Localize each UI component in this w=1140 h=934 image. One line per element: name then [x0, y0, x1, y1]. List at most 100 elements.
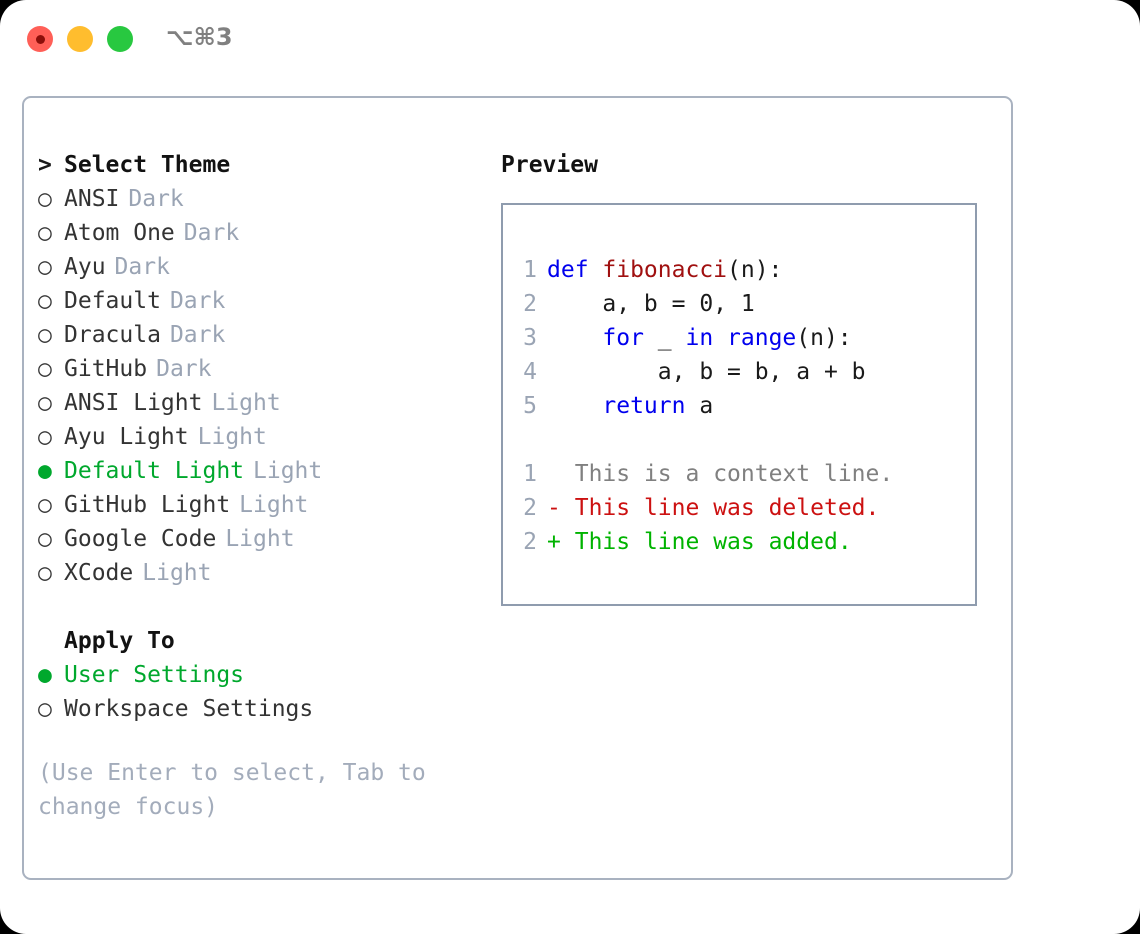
- code-token-plain: (n):: [796, 325, 852, 351]
- theme-option-label: GitHub Light: [64, 492, 231, 518]
- diff-line-number: 1: [523, 461, 537, 487]
- theme-option-label: Dracula: [64, 322, 161, 348]
- radio-unselected-icon: ○: [38, 322, 52, 348]
- diff-sample: 1 This is a context line.2- This line wa…: [503, 457, 975, 559]
- theme-option-category: Dark: [169, 288, 226, 314]
- theme-option-row[interactable]: ○ GitHub Light Light: [38, 488, 478, 522]
- theme-option-label: Ayu: [64, 254, 106, 280]
- code-line-number: 1: [523, 257, 537, 283]
- code-token-kw: for: [602, 325, 644, 351]
- diff-text: This line was deleted.: [574, 495, 880, 521]
- diff-line-text: This is a context line.: [547, 457, 894, 491]
- theme-option-label: Default: [64, 288, 161, 314]
- maximize-button[interactable]: [107, 26, 133, 52]
- code-line-text: for _ in range(n):: [547, 321, 852, 355]
- theme-option-category: Light: [225, 526, 295, 552]
- theme-option-row[interactable]: ● Default Light Light: [38, 454, 478, 488]
- theme-option-label: Atom One: [64, 220, 175, 246]
- radio-unselected-icon: ○: [38, 186, 52, 212]
- diff-line-text: - This line was deleted.: [547, 491, 879, 525]
- diff-line-text: + This line was added.: [547, 525, 852, 559]
- theme-option-category: Dark: [156, 356, 212, 382]
- radio-unselected-icon: ○: [38, 390, 52, 416]
- code-line-text: def fibonacci(n):: [547, 253, 782, 287]
- code-token-kw: def: [547, 257, 603, 283]
- code-token-plain: a, b = b, a + b: [547, 359, 866, 385]
- diff-line: 2 + This line was added.: [503, 525, 975, 559]
- diff-line-number: 2: [523, 495, 537, 521]
- shortcut-label: ⌥⌘3: [166, 23, 233, 51]
- radio-selected-icon: ●: [38, 662, 52, 688]
- theme-option-row[interactable]: ○ Ayu Dark: [38, 250, 478, 284]
- theme-option-row[interactable]: ○ Default Dark: [38, 284, 478, 318]
- theme-option-category: Dark: [183, 220, 240, 246]
- diff-sign: +: [547, 529, 561, 555]
- diff-line: 2- This line was deleted.: [503, 491, 975, 525]
- theme-option-category: Light: [253, 458, 323, 484]
- theme-option-category: Dark: [114, 254, 170, 280]
- prompt-caret-icon: >: [38, 152, 52, 178]
- code-token-plain: a, b = 0, 1: [547, 291, 755, 317]
- apply-to-option-label: User Settings: [64, 662, 245, 688]
- code-token-kw: in range: [685, 325, 797, 351]
- theme-option-category: Light: [239, 492, 309, 518]
- theme-list-header: > Select Theme: [38, 148, 478, 182]
- recording-dot-icon: [35, 34, 45, 44]
- code-token-plain: [547, 393, 602, 419]
- diff-sign: [547, 461, 561, 487]
- code-line: 3 for _ in range(n):: [503, 321, 975, 355]
- theme-option-label: Google Code: [64, 526, 217, 552]
- code-line-text: a, b = 0, 1: [547, 287, 755, 321]
- minimize-button[interactable]: [67, 26, 93, 52]
- code-line-text: return a: [547, 389, 713, 423]
- diff-line-number: 2: [523, 529, 537, 555]
- theme-option-row[interactable]: ○ Atom One Dark: [38, 216, 478, 250]
- theme-option-label: XCode: [64, 560, 134, 586]
- theme-option-category: Dark: [169, 322, 226, 348]
- radio-unselected-icon: ○: [38, 492, 52, 518]
- code-line: 1 def fibonacci(n):: [503, 253, 975, 287]
- code-token-plain: [547, 325, 602, 351]
- theme-option-label: Default Light: [64, 458, 245, 484]
- theme-list-title: Select Theme: [64, 152, 231, 178]
- diff-line: 1 This is a context line.: [503, 457, 975, 491]
- radio-unselected-icon: ○: [38, 220, 52, 246]
- diff-spacer: [503, 423, 975, 457]
- apply-to-option-row[interactable]: ○Workspace Settings: [38, 692, 478, 726]
- apply-to-option-row[interactable]: ● User Settings: [38, 658, 478, 692]
- theme-option-label: Ayu Light: [64, 424, 189, 450]
- apply-to-header: Apply To: [38, 624, 478, 658]
- code-line: 4 a, b = b, a + b: [503, 355, 975, 389]
- code-line: 5 return a: [503, 389, 975, 423]
- code-line-text: a, b = b, a + b: [547, 355, 866, 389]
- diff-sign: -: [547, 495, 561, 521]
- theme-option-category: Light: [211, 390, 281, 416]
- theme-option-row[interactable]: ○ Dracula Dark: [38, 318, 478, 352]
- code-token-fn: fibonacci: [602, 257, 728, 283]
- diff-text: This line was added.: [574, 529, 852, 555]
- theme-option-row[interactable]: ○ Ayu Light Light: [38, 420, 478, 454]
- theme-option-category: Light: [197, 424, 267, 450]
- diff-text: This is a context line.: [574, 461, 894, 487]
- radio-selected-icon: ●: [38, 458, 52, 484]
- radio-unselected-icon: ○: [38, 560, 52, 586]
- code-line-number: 4: [523, 359, 537, 385]
- radio-unselected-icon: ○: [38, 356, 52, 382]
- radio-unselected-icon: ○: [38, 288, 52, 314]
- radio-unselected-icon: ○: [38, 254, 52, 280]
- apply-to-title: Apply To: [64, 628, 175, 654]
- close-button[interactable]: [27, 26, 53, 52]
- code-line-number: 2: [523, 291, 537, 317]
- radio-unselected-icon: ○: [38, 424, 52, 450]
